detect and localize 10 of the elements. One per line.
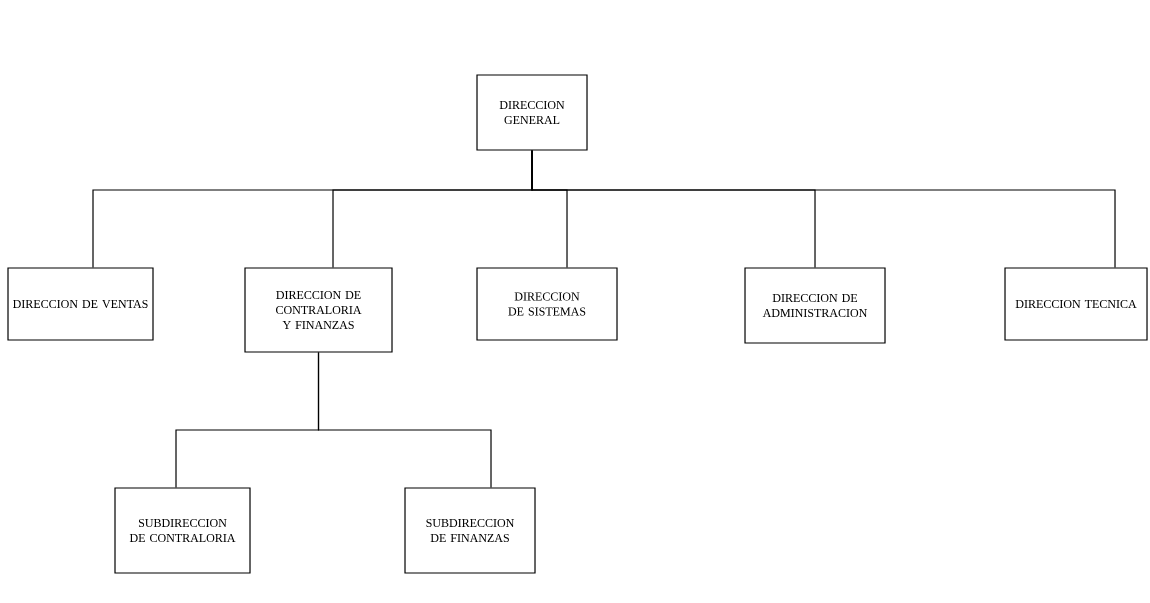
org-box: DIRECCION DE CONTRALORIA Y FINANZAS [244,267,393,353]
org-box: SUBDIRECCION DE CONTRALORIA [114,487,251,574]
org-box: DIRECCION GENERAL [476,74,588,151]
connector-line [317,352,492,488]
connector-line [531,150,1116,268]
org-box: DIRECCION TECNICA [1004,267,1148,341]
org-box: DIRECCION DE VENTAS [7,267,154,341]
org-box: DIRECCION DE ADMINISTRACION [744,267,886,344]
org-box: DIRECCION DE SISTEMAS [476,267,618,341]
org-box: SUBDIRECCION DE FINANZAS [404,487,536,574]
